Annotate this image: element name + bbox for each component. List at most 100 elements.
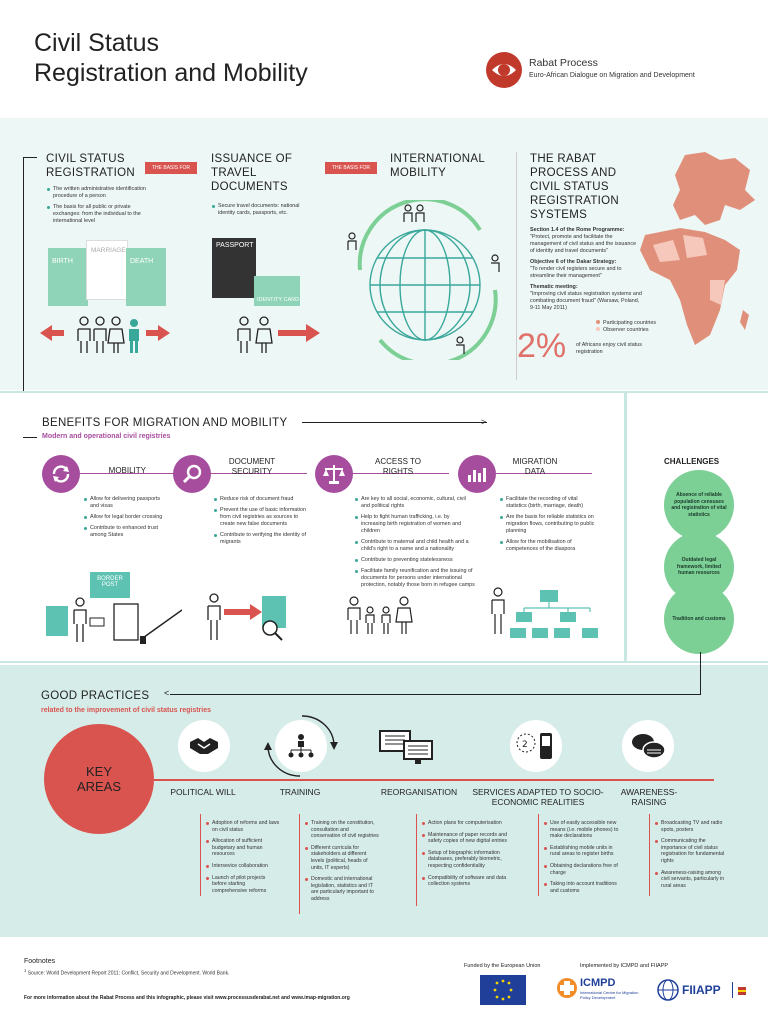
rabat-systems-title: THE RABAT PROCESS AND CIVIL STATUS REGIS… <box>530 153 620 221</box>
document-security-bullets: Reduce risk of document fraud Prevent th… <box>214 496 306 550</box>
data-tree-illustration <box>486 586 608 642</box>
family-illustration <box>40 315 170 355</box>
magnifier-icon <box>182 464 202 484</box>
bullet: Establishing mobile units in rural areas… <box>544 845 622 858</box>
bullet: Maintenance of paper records and safety … <box>422 832 510 845</box>
basis-tag: THE BASIS FOR <box>325 162 377 174</box>
practices-title: GOOD PRACTICES <box>41 690 150 702</box>
practices-subtitle: related to the improvement of civil stat… <box>41 707 211 714</box>
stat-value: 2% <box>517 327 567 365</box>
verification-illustration <box>200 592 300 644</box>
death-certificate: DEATH <box>126 248 166 306</box>
arrow-head: < <box>164 688 170 698</box>
services-label: SERVICES ADAPTED TO SOCIO-ECONOMIC REALI… <box>472 787 604 807</box>
fiiapp-name: FIIAPP <box>682 983 721 997</box>
mobility-title: INTERNATIONAL MOBILITY <box>390 153 485 179</box>
bullet: Allocation of sufficient budgetary and h… <box>206 838 281 858</box>
basis-tag: THE BASIS FOR <box>145 162 197 174</box>
reorganisation-bullets: Action plans for computerisation Mainten… <box>422 820 510 893</box>
divider <box>416 814 417 906</box>
political-will-label: POLITICAL WILL <box>170 787 236 797</box>
bullet: Facilitate family reunification and the … <box>355 568 475 589</box>
flow-line <box>170 694 701 695</box>
bullet: Launch of pilot projects before starting… <box>206 875 281 895</box>
bullet: Reduce risk of document fraud <box>214 496 306 503</box>
access-rights-circle <box>315 455 353 493</box>
bullet: Awareness-raising among civil servants, … <box>655 870 725 890</box>
arrow-head: > <box>481 417 487 427</box>
bullet: Domestic and international legislation, … <box>305 876 379 902</box>
flow-line <box>700 652 701 694</box>
divider <box>200 814 201 896</box>
divider <box>649 814 650 896</box>
org-name: Rabat Process <box>529 57 598 69</box>
rabat-logo <box>484 50 524 90</box>
underline <box>496 473 592 474</box>
flow-line <box>23 437 37 438</box>
fiiapp-globe-icon <box>656 978 680 1002</box>
travel-docs-bullets: Secure travel documents: national identi… <box>212 203 307 221</box>
bullet: Communicating the importance of civil st… <box>655 838 725 864</box>
org-subtitle: Euro-African Dialogue on Migration and D… <box>529 72 695 79</box>
underline <box>211 473 307 474</box>
map-legend: Participating countries Observer countri… <box>596 320 676 334</box>
africa-europe-map <box>625 150 768 355</box>
access-rights-label: ACCESS TO RIGHTS <box>375 457 421 476</box>
underline <box>353 473 449 474</box>
bullet: Compatibility of software and data colle… <box>422 875 510 888</box>
bullet: Training on the constitution, consultati… <box>305 820 379 840</box>
awareness-bullets: Broadcasting TV and radio spots, posters… <box>655 820 725 894</box>
services-bullets: Use of easily accessible new means (i.e.… <box>544 820 622 899</box>
couple-illustration <box>232 315 322 355</box>
bar-chart-icon <box>468 468 486 482</box>
access-rights-bullets: Are key to all social, economic, cultura… <box>355 496 475 593</box>
border-crossing-illustration <box>42 596 183 644</box>
bullet: Intersevice collaboration <box>206 863 281 870</box>
mobile-phone-icon: 2 <box>510 720 562 772</box>
stat-text: of Africans enjoy civil status registrat… <box>576 342 642 355</box>
document-security-circle <box>173 455 211 493</box>
funded-by: Funded by the European Union <box>464 963 541 969</box>
bullet: The written administrative identificatio… <box>47 186 157 200</box>
bullet: Contribute to verifying the identity of … <box>214 532 306 546</box>
bullet: Prevent the use of basic information fro… <box>214 507 306 528</box>
bullet: Are the basis for reliable statistics on… <box>500 514 596 535</box>
divider <box>624 391 627 663</box>
bullet: Help to fight human trafficking, i.e. by… <box>355 514 475 535</box>
speech-bubbles-icon <box>622 720 674 772</box>
bullet: Facilitate the recording of vital statis… <box>500 496 596 510</box>
bullet: Contribute to enhanced trust among State… <box>84 525 166 539</box>
bullet: Different curricula for stakeholders at … <box>305 845 379 871</box>
bullet: Contribute to maternal and child health … <box>355 539 475 553</box>
divider <box>299 814 300 914</box>
civil-status-bullets: The written administrative identificatio… <box>47 186 157 229</box>
bullet: Taking into account traditions and custo… <box>544 881 622 894</box>
reorganisation-label: REORGANISATION <box>380 787 458 797</box>
challenges-title: CHALLENGES <box>664 457 720 466</box>
divider <box>538 814 539 896</box>
bullet: Allow for legal border crossing <box>84 514 166 521</box>
bullet: Allow for the mobilisation of competence… <box>500 539 596 553</box>
bullet: Contribute to preventing statelessness <box>355 557 475 564</box>
migration-data-circle <box>458 455 496 493</box>
icmpd-logo: ICMPD International Centre for Migration… <box>556 975 638 1003</box>
globe-icon <box>340 197 510 367</box>
rabat-systems-list: Section 1.4 of the Rome Programme:"Prote… <box>530 227 642 311</box>
key-areas-circle: KEY AREAS <box>44 724 154 834</box>
identity-card: IDENTITY CARD <box>254 276 300 306</box>
training-icon <box>275 720 327 772</box>
awareness-label: AWARENESS-RAISING <box>620 787 678 807</box>
bullet: Allow for delivering passports and visas <box>84 496 166 510</box>
bullet: Are key to all social, economic, cultura… <box>355 496 475 510</box>
bullet: Setup of biographic information database… <box>422 850 510 870</box>
flow-line <box>23 157 24 497</box>
political-will-bullets: Adoption of reforms and laws on civil st… <box>206 820 281 899</box>
divider <box>516 152 517 380</box>
birth-certificate: BIRTH <box>48 248 88 306</box>
benefits-title: BENEFITS FOR MIGRATION AND MOBILITY <box>42 417 288 429</box>
spain-crest-icon <box>736 984 748 996</box>
training-bullets: Training on the constitution, consultati… <box>305 820 379 908</box>
passport: PASSPORT <box>212 238 256 298</box>
travel-docs-title: ISSUANCE OF TRAVEL DOCUMENTS <box>211 153 293 193</box>
mobility-bullets: Allow for delivering passports and visas… <box>84 496 166 543</box>
